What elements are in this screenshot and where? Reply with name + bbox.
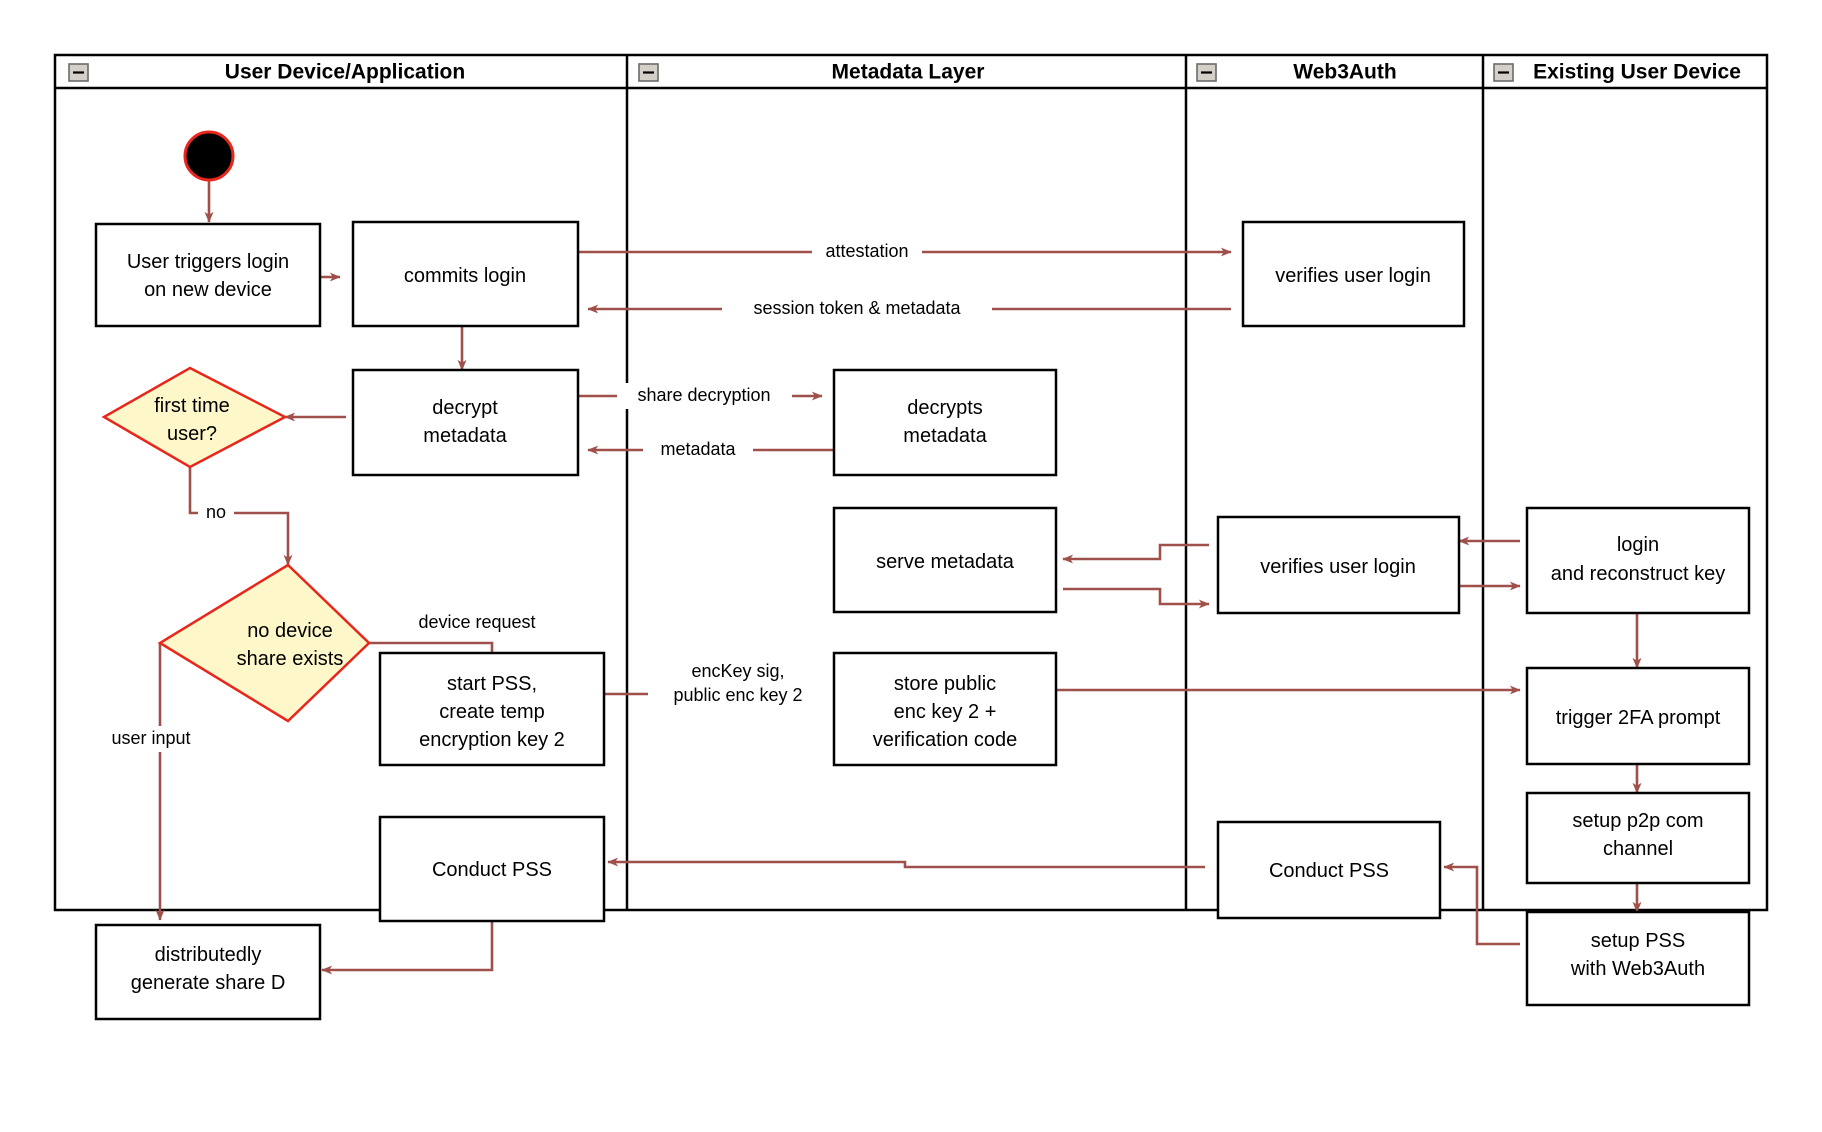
node-no-device-share-exists-line-0: no device: [247, 620, 333, 642]
edge-label-enckey-sig: encKey sig, public enc key 2: [648, 656, 828, 710]
node-decrypt-metadata[interactable]: decrypt metadata: [351, 368, 580, 477]
node-setup-p2p-line-1: channel: [1603, 838, 1673, 860]
edge-conduct-pss-to-generate-share-d: [321, 921, 494, 975]
node-verifies-user-login-1-line-0: verifies user login: [1275, 265, 1431, 287]
node-serve-metadata[interactable]: serve metadata: [832, 506, 1058, 614]
edge-label-session-token: session token & metadata: [722, 296, 992, 322]
edge-label-device-request: device request: [397, 610, 557, 636]
node-conduct-pss-web3auth-line-0: Conduct PSS: [1269, 860, 1389, 882]
edge-serve-metadata-to-verifies: [1063, 587, 1210, 609]
node-generate-share-d-line-0: distributedly: [155, 944, 262, 966]
node-start-pss-line-1: create temp: [439, 701, 545, 723]
node-start-pss-create-temp-key[interactable]: start PSS, create temp encryption key 2: [378, 651, 606, 767]
node-decrypts-metadata-line-0: decrypts: [907, 397, 983, 419]
edge-label-enckey-sig-line1: encKey sig,: [691, 661, 784, 681]
edge-label-user-input: user input: [96, 726, 206, 752]
node-verifies-user-login-1[interactable]: verifies user login: [1241, 220, 1466, 328]
node-no-device-share-exists-line-1: share exists: [237, 648, 344, 670]
node-login-and-reconstruct-key-line-1: and reconstruct key: [1551, 563, 1726, 585]
edge-label-share-decryption-text: share decryption: [637, 385, 770, 405]
node-setup-pss-with-web3auth[interactable]: setup PSS with Web3Auth: [1525, 910, 1751, 1007]
node-start-pss-line-2: encryption key 2: [419, 729, 565, 751]
node-start-pss-line-0: start PSS,: [447, 673, 537, 695]
start-node[interactable]: [183, 130, 235, 182]
node-user-triggers-login-line-1: on new device: [144, 279, 272, 301]
node-verifies-user-login-2-line-0: verifies user login: [1260, 556, 1416, 578]
node-conduct-pss-web3auth[interactable]: Conduct PSS: [1216, 820, 1442, 920]
node-setup-pss-line-0: setup PSS: [1591, 930, 1686, 952]
node-decrypt-metadata-line-0: decrypt: [432, 397, 498, 419]
node-first-time-user[interactable]: first time user?: [101, 366, 288, 469]
node-setup-p2p-com-channel[interactable]: setup p2p com channel: [1525, 791, 1751, 885]
node-decrypts-metadata-line-1: metadata: [903, 425, 987, 447]
edge-verifies-to-serve-metadata: [1062, 543, 1209, 564]
lane-title-web3auth: Web3Auth: [1293, 61, 1396, 84]
node-first-time-user-line-1: user?: [167, 423, 217, 445]
lane-title-user-device: User Device/Application: [225, 61, 465, 84]
edge-label-no-text: no: [206, 502, 226, 522]
node-user-triggers-login[interactable]: User triggers login on new device: [94, 222, 322, 328]
lane-web3auth-collapse-button[interactable]: [1196, 63, 1217, 82]
node-setup-p2p-line-0: setup p2p com: [1572, 810, 1703, 832]
edge-label-session-token-text: session token & metadata: [753, 298, 961, 318]
node-store-public-enc-key[interactable]: store public enc key 2 + verification co…: [832, 651, 1058, 767]
node-conduct-pss-user-line-0: Conduct PSS: [432, 859, 552, 881]
node-first-time-user-line-0: first time: [154, 395, 230, 417]
edge-label-attestation: attestation: [812, 239, 922, 265]
node-decrypt-metadata-line-1: metadata: [423, 425, 507, 447]
edge-no-to-no-device-share-exists: [188, 467, 293, 566]
node-conduct-pss-user[interactable]: Conduct PSS: [378, 815, 606, 923]
node-commits-login[interactable]: commits login: [351, 220, 580, 328]
lane-existing-device-collapse-button[interactable]: [1493, 63, 1514, 82]
edge-label-metadata: metadata: [643, 437, 753, 463]
edge-label-user-input-text: user input: [111, 728, 190, 748]
node-no-device-share-exists[interactable]: no device share exists: [157, 563, 371, 723]
node-distributedly-generate-share-d[interactable]: distributedly generate share D: [94, 923, 322, 1021]
edge-setup-pss-to-conduct-pss-web3auth: [1443, 862, 1520, 946]
edge-label-metadata-text: metadata: [660, 439, 736, 459]
lane-metadata-collapse-button[interactable]: [638, 63, 659, 82]
edge-label-attestation-text: attestation: [825, 241, 908, 261]
node-store-public-enc-key-line-1: enc key 2 +: [894, 701, 997, 723]
swimlane-outer-frame: [53, 53, 1769, 912]
edge-label-share-decryption: share decryption: [617, 383, 792, 409]
node-trigger-2fa-prompt-line-0: trigger 2FA prompt: [1556, 707, 1721, 729]
node-setup-pss-line-1: with Web3Auth: [1570, 958, 1705, 980]
node-verifies-user-login-2[interactable]: verifies user login: [1216, 515, 1461, 615]
lane-title-existing-device: Existing User Device: [1533, 61, 1741, 84]
node-login-and-reconstruct-key-line-0: login: [1617, 534, 1659, 556]
edge-conduct-pss-web3auth-to-user: [607, 857, 1205, 869]
node-store-public-enc-key-line-0: store public: [894, 673, 996, 695]
lane-user-device-collapse-button[interactable]: [68, 63, 89, 82]
node-trigger-2fa-prompt[interactable]: trigger 2FA prompt: [1525, 666, 1751, 766]
edge-label-device-request-text: device request: [418, 612, 535, 632]
node-user-triggers-login-line-0: User triggers login: [127, 251, 289, 273]
node-decrypts-metadata[interactable]: decrypts metadata: [832, 368, 1058, 477]
lane-title-metadata: Metadata Layer: [832, 61, 985, 84]
edge-label-no: no: [198, 500, 234, 526]
node-generate-share-d-line-1: generate share D: [131, 972, 286, 994]
edge-label-enckey-sig-line2: public enc key 2: [673, 685, 802, 705]
node-login-and-reconstruct-key[interactable]: login and reconstruct key: [1525, 506, 1751, 615]
node-commits-login-line-0: commits login: [404, 265, 526, 287]
node-serve-metadata-line-0: serve metadata: [876, 551, 1015, 573]
node-store-public-enc-key-line-2: verification code: [873, 729, 1018, 751]
